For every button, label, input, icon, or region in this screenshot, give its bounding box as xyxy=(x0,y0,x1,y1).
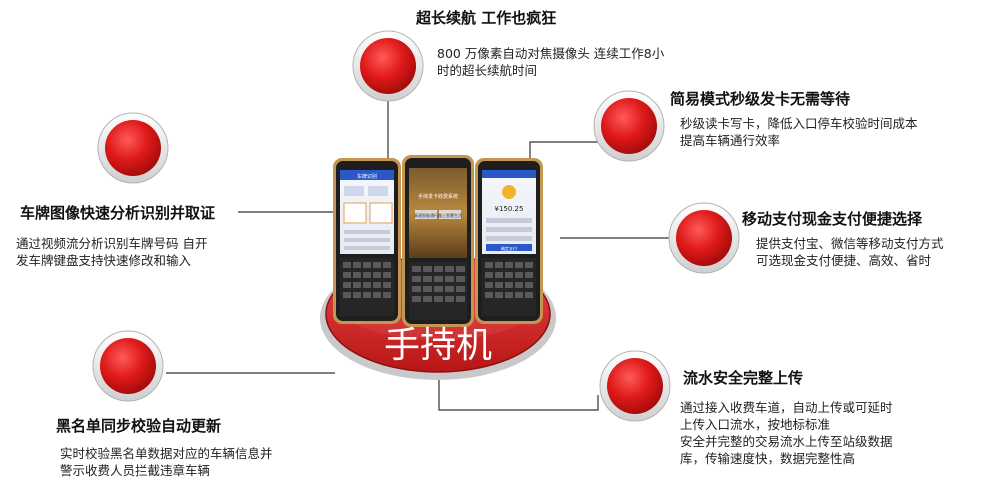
feature-title-upload: 流水安全完整上传 xyxy=(683,369,804,387)
red-button-2 xyxy=(593,90,665,162)
red-button-4 xyxy=(668,202,740,274)
middle-screen-button-1: 高速智能通行 xyxy=(414,212,438,218)
right-screen-button: 确定支付 xyxy=(501,245,517,251)
feature-title-payment: 移动支付现金支付便捷选择 xyxy=(742,210,923,228)
feature-title-plate-recognition: 车牌图像快速分析识别并取证 xyxy=(20,204,216,222)
feature-desc-card-issue: 秒级读卡写卡，降低入口停车校验时间成本 提高车辆通行效率 xyxy=(680,116,918,148)
red-button-5 xyxy=(599,350,671,422)
phone-middle xyxy=(402,155,474,327)
red-button-1 xyxy=(352,30,424,102)
feature-desc-battery: 800 万像素自动对焦摄像头 连续工作8小 时的超长续航时间 xyxy=(437,46,665,78)
feature-title-blacklist: 黑名单同步校验自动更新 xyxy=(56,417,222,435)
center-label: 手持机 xyxy=(384,325,492,366)
middle-screen-button-2: 路上智慧生活 xyxy=(438,212,462,218)
feature-desc-upload: 通过接入收费车道，自动上传或可延时 上传入口流水，按地标标准 安全并完整的交易流… xyxy=(680,400,893,466)
right-screen-amount: ¥150.25 xyxy=(495,205,524,213)
feature-desc-payment: 提供支付宝、微信等移动支付方式 可选现金支付便捷、高效、省时 xyxy=(756,236,944,268)
middle-screen-title: 手持发卡收费系统 xyxy=(418,193,458,200)
red-button-3 xyxy=(97,112,169,184)
left-screen-header: 车牌识别 xyxy=(357,173,377,180)
phone-left xyxy=(333,158,401,324)
connector-lines xyxy=(166,98,672,411)
feature-desc-plate-recognition: 通过视频流分析识别车牌号码 自开 发车牌键盘支持快速修改和输入 xyxy=(16,236,208,268)
red-button-6 xyxy=(92,330,164,402)
phone-right xyxy=(475,158,543,324)
feature-title-card-issue: 简易模式秒级发卡无需等待 xyxy=(670,90,851,108)
feature-title-battery: 超长续航 工作也疯狂 xyxy=(416,9,557,27)
feature-desc-blacklist: 实时校验黑名单数据对应的车辆信息并 警示收费人员拦截违章车辆 xyxy=(60,446,273,478)
